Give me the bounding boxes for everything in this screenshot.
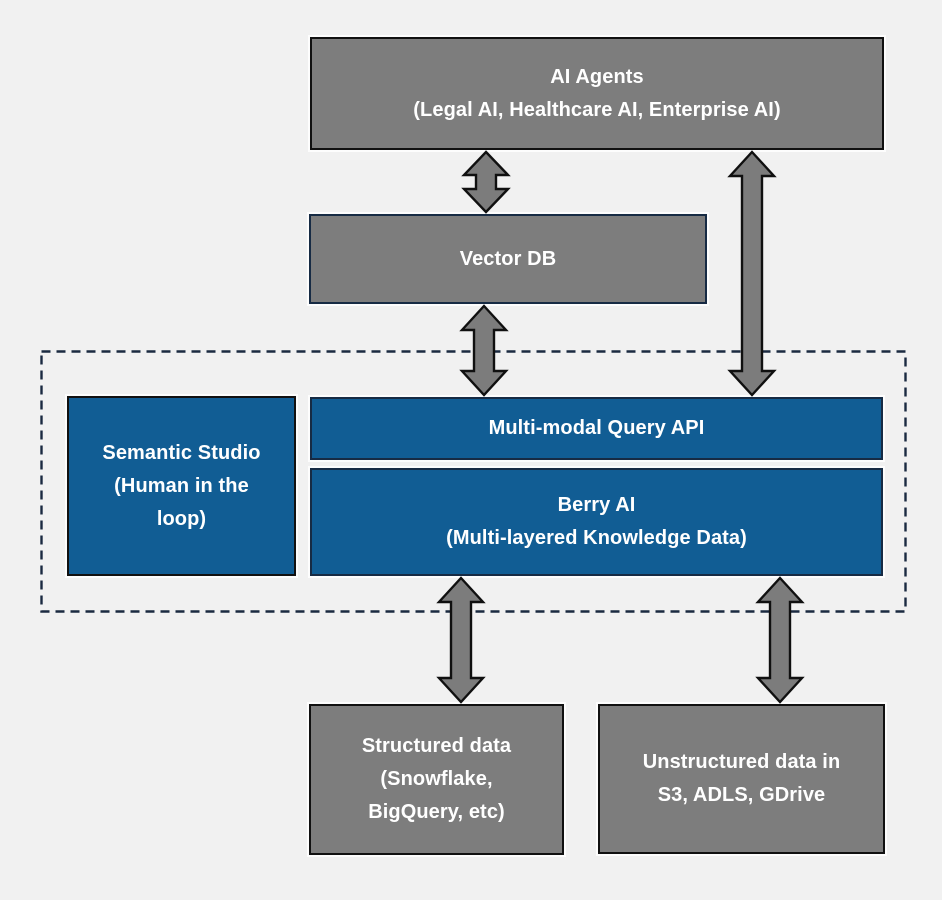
node-vector-db: Vector DB [309,214,707,304]
arrow-ai-agents-query-api [727,150,777,397]
node-berry-ai-line2: (Multi-layered Knowledge Data) [446,527,747,549]
node-structured-data-line3: BigQuery, etc) [368,801,505,823]
dashed-boundary-rect [40,350,907,613]
arrow-berry-ai-unstructured-data [755,576,805,704]
node-ai-agents-line2: (Legal AI, Healthcare AI, Enterprise AI) [413,98,781,121]
node-structured-data-line2: (Snowflake, [380,768,493,790]
arrow-berry-ai-structured-data [436,576,486,704]
node-berry-ai-line1: Berry AI [557,494,636,516]
arrow-ai-agents-vector-db [461,150,511,214]
node-ai-agents-line1: AI Agents [550,65,644,88]
node-ai-agents: AI Agents (Legal AI, Healthcare AI, Ente… [310,37,884,150]
node-multi-modal-query-api-line1: Multi-modal Query API [488,417,705,439]
node-unstructured-data-line1: Unstructured data in [642,751,841,773]
node-semantic-studio-line1: Semantic Studio [102,441,261,464]
node-berry-ai: Berry AI (Multi-layered Knowledge Data) [310,468,883,576]
node-semantic-studio-line3: loop) [156,507,207,530]
node-semantic-studio: Semantic Studio (Human in the loop) [67,396,296,576]
node-structured-data-line1: Structured data [361,735,512,757]
node-vector-db-line1: Vector DB [459,247,557,270]
node-unstructured-data-line2: S3, ADLS, GDrive [657,784,826,806]
arrow-vector-db-query-api [459,304,509,397]
node-semantic-studio-line2: (Human in the [114,474,249,497]
node-multi-modal-query-api: Multi-modal Query API [310,397,883,460]
dashed-boundary-frame [40,350,907,613]
node-structured-data: Structured data (Snowflake, BigQuery, et… [309,704,564,855]
node-unstructured-data: Unstructured data in S3, ADLS, GDrive [598,704,885,854]
